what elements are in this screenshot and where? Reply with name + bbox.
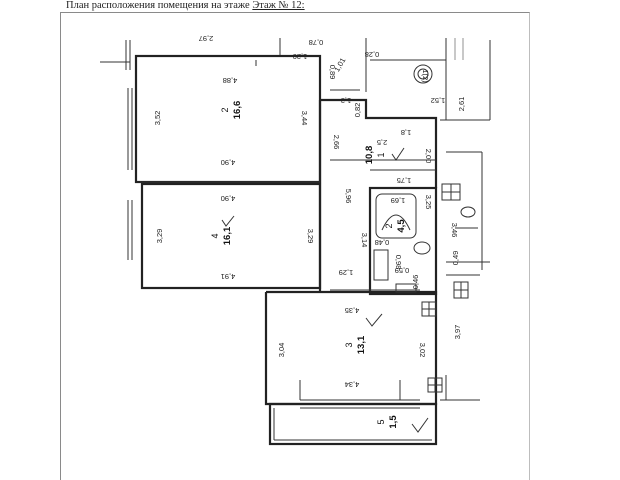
- dim-label: 1,8: [401, 128, 411, 137]
- plan-title: План расположения помещения на этаже Эта…: [66, 0, 305, 11]
- dim-label: 1,3: [341, 96, 351, 105]
- dim-label: 1,69: [391, 196, 406, 205]
- room-3-area: 13,1: [356, 335, 367, 354]
- vent-icon: [395, 283, 417, 293]
- check-icon: [411, 417, 429, 433]
- room-3-number: 3: [344, 342, 354, 347]
- bathtub-icon: [375, 193, 417, 239]
- sheet-border: [60, 12, 530, 480]
- dim-label: 0,59: [395, 266, 410, 275]
- dim-label: 1,29: [339, 268, 354, 277]
- check-icon: [221, 215, 235, 227]
- dim-label: 0,28: [365, 50, 380, 59]
- dim-label: 3,44: [300, 111, 309, 126]
- dim-label: 4,34: [345, 380, 360, 389]
- toilet-icon: [413, 241, 431, 255]
- dim-label: 0,49: [451, 251, 460, 266]
- toilet-icon: [460, 206, 476, 218]
- room-2b-number: 2: [384, 223, 394, 228]
- dim-label: 3,46: [450, 223, 459, 238]
- room-2-area: 16,6: [232, 101, 243, 120]
- dim-label: 1,01: [332, 56, 347, 73]
- dim-label: 3,29: [306, 229, 315, 244]
- dim-label: 1,75: [397, 176, 412, 185]
- room-1-number: 1: [376, 152, 386, 157]
- washbasin-icon: [373, 249, 389, 281]
- room-5-walls: [268, 402, 438, 446]
- room-labels: 2 16,6 1 10,8 4 16,1 2 4,5 3 13,1 5 1,5: [210, 101, 407, 429]
- room-5-number: 5: [376, 419, 386, 424]
- room-1-area: 10,8: [364, 146, 375, 165]
- dim-label: 3,29: [155, 229, 164, 244]
- bathroom-fixtures: [373, 193, 431, 293]
- dim-label: 0,89: [328, 65, 337, 80]
- riser-circle-icon: [413, 64, 433, 84]
- plan-title-floor: Этаж № 12:: [252, 0, 305, 11]
- dim-label: 2,00: [424, 149, 433, 164]
- dim-label: 0,98: [394, 255, 403, 270]
- room-2b-walls: [368, 186, 438, 296]
- riser-label: 1(2): [421, 69, 430, 83]
- dim-label: 4,88: [223, 76, 238, 85]
- utility-symbols: [413, 64, 476, 393]
- room-2b-area: 4,5: [396, 219, 407, 233]
- dim-label: 5,96: [344, 189, 353, 204]
- dimension-labels: 4,88 3,52 3,44 4,90 4,90 3,29 3,29 4,91 …: [153, 34, 466, 389]
- dim-label: 3,14: [360, 233, 369, 248]
- dim-label: 2,5: [377, 138, 387, 147]
- room-2-number: 2: [220, 107, 230, 112]
- dim-label: 1,20: [293, 52, 308, 61]
- walls: [134, 54, 438, 446]
- dim-label: 0,48: [375, 238, 390, 247]
- room-1-walls: [320, 98, 438, 188]
- check-marks: [221, 147, 429, 433]
- bathtub-drain-icon: [381, 214, 411, 231]
- inner-details: [140, 60, 436, 400]
- dim-label: 2,66: [332, 135, 341, 150]
- dim-label: 0,78: [309, 38, 324, 47]
- dim-label: 0,82: [353, 103, 362, 118]
- dim-label: 4,90: [221, 194, 236, 203]
- dim-label: 1,52: [431, 96, 446, 105]
- dim-label: 4,90: [221, 158, 236, 167]
- plan-title-prefix: План расположения помещения на этаже: [66, 0, 250, 11]
- room-4-number: 4: [210, 233, 220, 238]
- dim-label: 0,46: [411, 275, 420, 290]
- dim-label: 3,97: [453, 325, 462, 340]
- check-icon: [391, 147, 405, 161]
- room-4-area: 16,1: [222, 226, 233, 245]
- dim-label: 3,04: [277, 343, 286, 358]
- dim-label: 3,25: [424, 195, 433, 210]
- dim-label: 4,91: [221, 272, 236, 281]
- dim-label: 3,52: [153, 111, 162, 126]
- context-lines: [100, 38, 491, 401]
- dim-label: 2,61: [457, 97, 466, 112]
- dim-label: 3,02: [418, 343, 427, 358]
- dim-label: 2,97: [199, 34, 214, 43]
- check-icon: [365, 313, 383, 327]
- room-5-area: 1,5: [388, 415, 399, 429]
- dim-label: 4,35: [345, 306, 360, 315]
- windows: [127, 88, 420, 409]
